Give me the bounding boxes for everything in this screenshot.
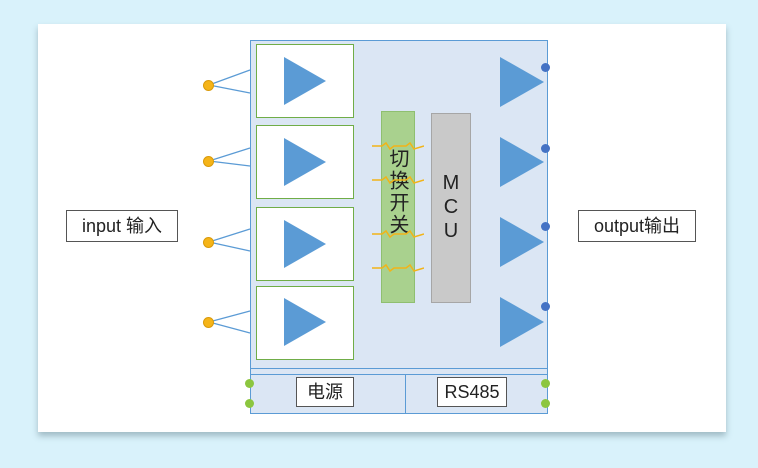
input-label: input 输入 bbox=[66, 210, 178, 242]
input-amplifier-icon-2 bbox=[284, 138, 326, 186]
mcu-letter-c: C bbox=[443, 196, 459, 218]
rs485-label: RS485 bbox=[437, 377, 507, 407]
output-terminal-3 bbox=[541, 222, 550, 231]
switch-contact-4 bbox=[372, 263, 424, 273]
input-terminal-2 bbox=[203, 156, 214, 167]
output-label: output输出 bbox=[578, 210, 696, 242]
rs485-terminal-2 bbox=[541, 399, 550, 408]
switch-contact-3 bbox=[372, 229, 424, 239]
input-terminal-3 bbox=[203, 237, 214, 248]
output-amplifier-icon-2 bbox=[500, 137, 544, 187]
output-terminal-2 bbox=[541, 144, 550, 153]
mcu-letter-m: M bbox=[442, 172, 460, 194]
power-terminal-1 bbox=[245, 379, 254, 388]
input-amplifier-icon-3 bbox=[284, 220, 326, 268]
bottom-divider bbox=[251, 374, 547, 375]
rs485-terminal-1 bbox=[541, 379, 550, 388]
output-amplifier-icon-4 bbox=[500, 297, 544, 347]
input-amplifier-icon-1 bbox=[284, 57, 326, 105]
power-terminal-2 bbox=[245, 399, 254, 408]
output-amplifier-icon-3 bbox=[500, 217, 544, 267]
output-terminal-4 bbox=[541, 302, 550, 311]
switch-contact-1 bbox=[372, 141, 424, 151]
mcu-letter-u: U bbox=[443, 220, 459, 242]
output-terminal-1 bbox=[541, 63, 550, 72]
output-amplifier-icon-1 bbox=[500, 57, 544, 107]
input-amp-box-3 bbox=[256, 207, 354, 281]
mcu-block bbox=[431, 113, 471, 303]
input-terminal-4 bbox=[203, 317, 214, 328]
input-amplifier-icon-4 bbox=[284, 298, 326, 346]
bottom-vertical-divider bbox=[405, 374, 406, 413]
input-terminal-1 bbox=[203, 80, 214, 91]
switch-contact-2 bbox=[372, 175, 424, 185]
power-label: 电源 bbox=[296, 377, 354, 407]
switch-label: 切换开关 bbox=[386, 148, 410, 236]
